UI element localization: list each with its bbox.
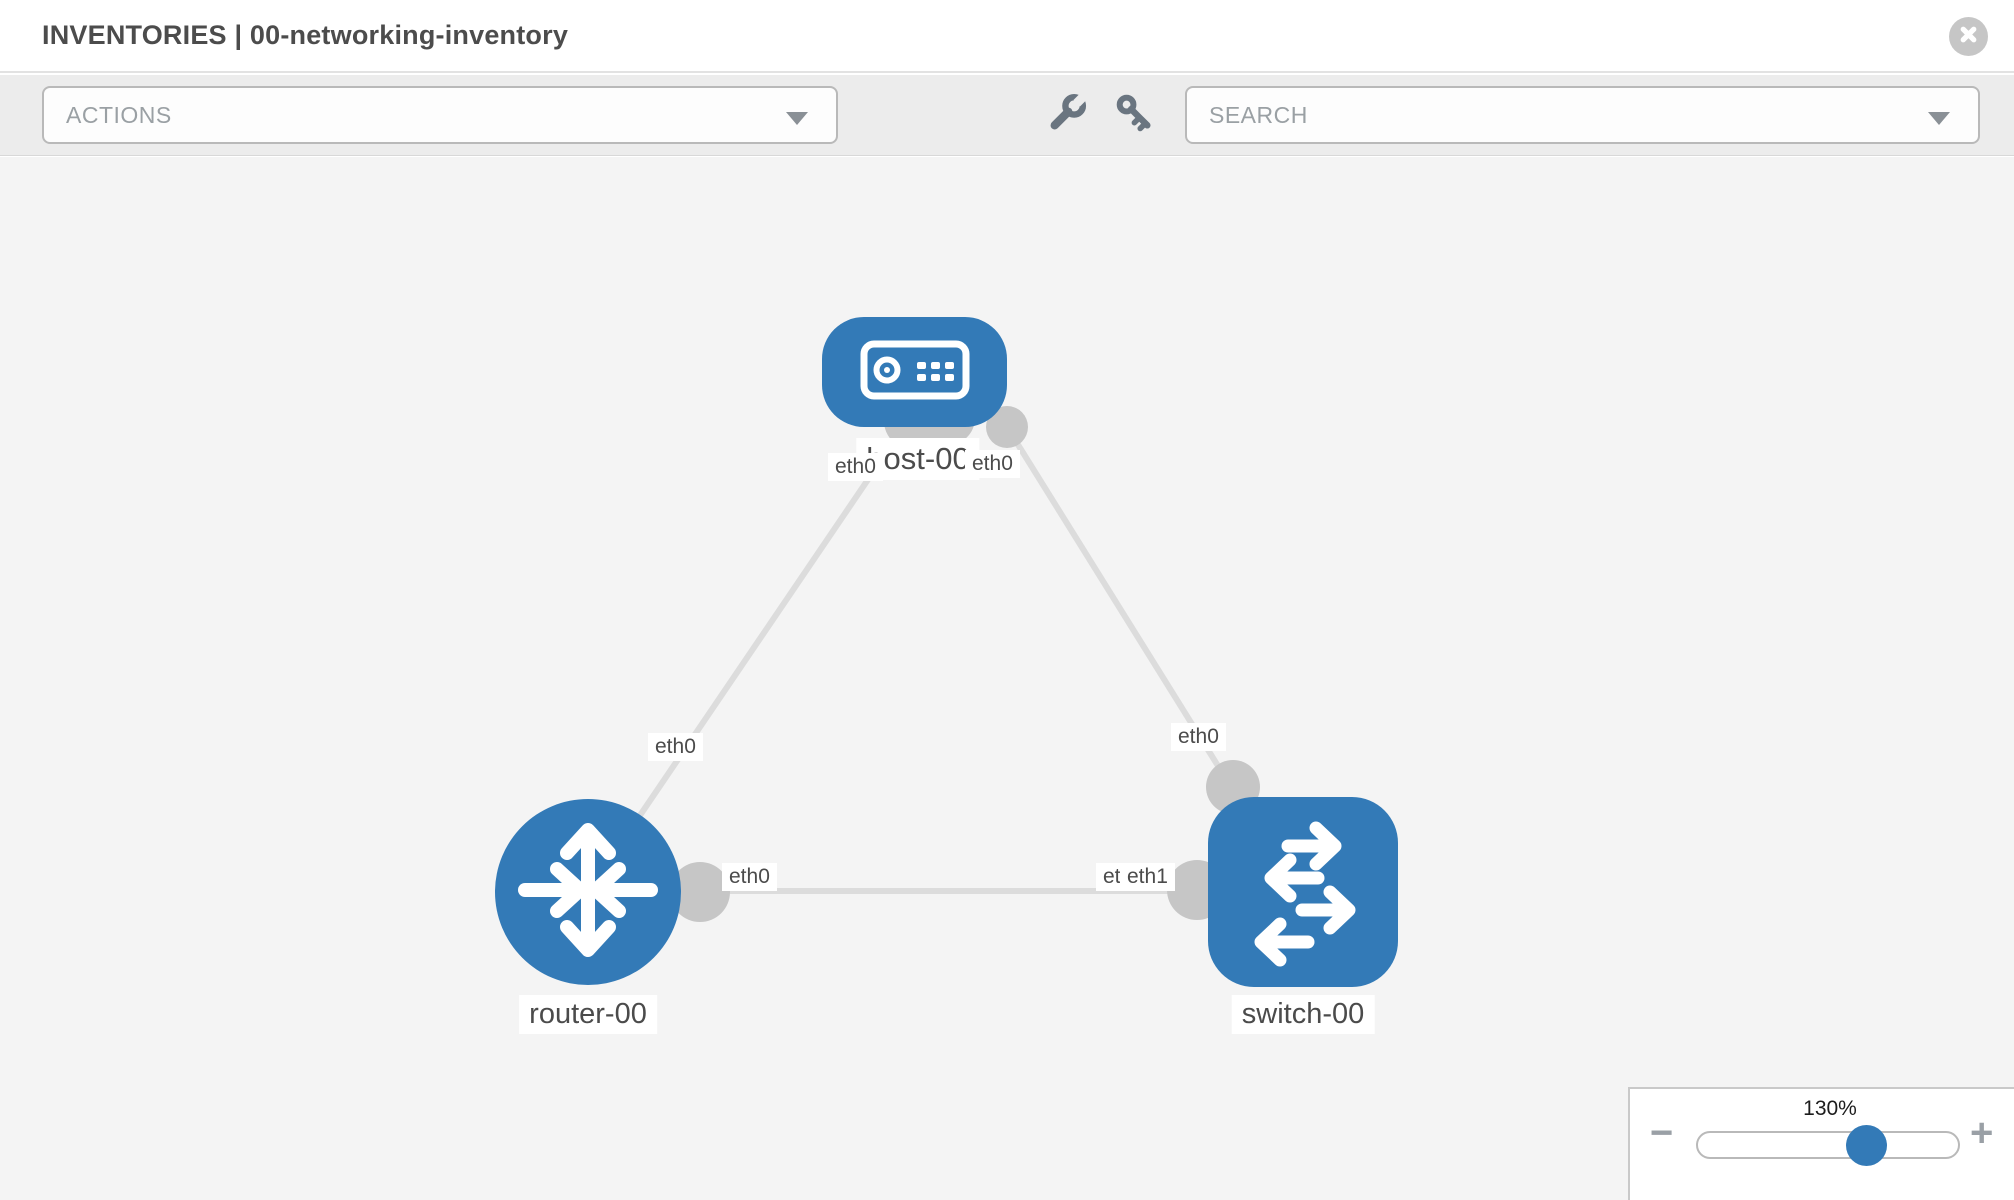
- zoom-in-button[interactable]: +: [1970, 1111, 1994, 1155]
- page-title: INVENTORIES | 00-networking-inventory: [42, 20, 569, 50]
- close-icon: [1958, 24, 1979, 50]
- zoom-level-label: 130%: [1803, 1097, 1857, 1120]
- router-icon: [495, 797, 681, 988]
- toolbar: ACTIONS: [0, 75, 2014, 156]
- zoom-out-button[interactable]: −: [1650, 1111, 1674, 1155]
- wrench-icon: [1045, 91, 1089, 140]
- interface-label-switch-eth1: eth1: [1120, 863, 1175, 891]
- search-dropdown-label: SEARCH: [1209, 101, 1308, 128]
- node-label-switch-00: switch-00: [1231, 995, 1375, 1034]
- node-host-00[interactable]: [822, 317, 1007, 427]
- interface-label-host-right: eth0: [965, 450, 1020, 478]
- interface-label-router-switch-eth0: eth0: [722, 863, 777, 891]
- node-router-00[interactable]: [495, 799, 681, 985]
- zoom-slider-track[interactable]: [1696, 1131, 1960, 1159]
- actions-dropdown-label: ACTIONS: [66, 101, 172, 128]
- chevron-down-icon: [786, 112, 808, 125]
- topology-canvas[interactable]: [0, 157, 2014, 1200]
- zoom-slider-thumb[interactable]: [1846, 1125, 1887, 1166]
- interface-label-switch-host-link: eth0: [1171, 723, 1226, 751]
- host-icon: [859, 337, 971, 408]
- actions-dropdown[interactable]: ACTIONS: [42, 86, 838, 144]
- key-button[interactable]: [1112, 92, 1158, 138]
- node-switch-00[interactable]: [1208, 797, 1398, 987]
- switch-icon: [1208, 795, 1398, 990]
- interface-label-router-host-link: eth0: [648, 733, 703, 761]
- chevron-down-icon: [1928, 112, 1950, 125]
- zoom-control-panel: 130% − +: [1628, 1087, 2014, 1200]
- search-dropdown[interactable]: SEARCH: [1185, 86, 1980, 144]
- wrench-button[interactable]: [1044, 92, 1090, 138]
- interface-label-host-left: eth0: [828, 453, 883, 481]
- close-button[interactable]: [1949, 17, 1988, 56]
- node-label-router-00: router-00: [519, 995, 657, 1034]
- header: INVENTORIES | 00-networking-inventory: [0, 0, 2014, 73]
- key-icon: [1113, 91, 1157, 140]
